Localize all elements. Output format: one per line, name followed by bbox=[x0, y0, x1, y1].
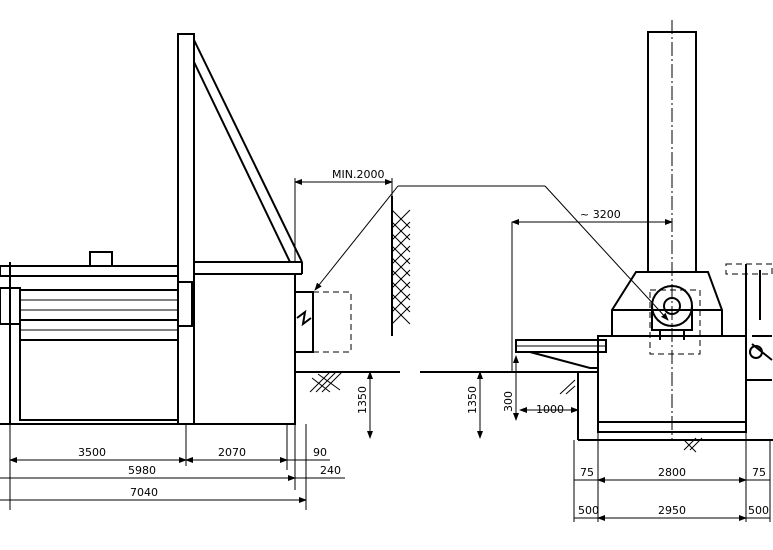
label-width-3500: 3500 bbox=[78, 446, 106, 459]
front-view: ~ 3200 1350 300 1000 75 2800 75 500 bbox=[420, 20, 773, 522]
label-total-7040: 7040 bbox=[130, 486, 158, 499]
right-housing bbox=[193, 273, 352, 425]
feed-table bbox=[515, 339, 607, 369]
dims-bottom-right: 75 2800 75 500 2950 500 bbox=[573, 432, 771, 522]
dim-min-clearance: MIN.2000 bbox=[294, 168, 393, 262]
label-width-1000: 1000 bbox=[536, 403, 564, 416]
label-side-75-right: 75 bbox=[752, 466, 766, 479]
label-side-75-left: 75 bbox=[580, 466, 594, 479]
a-frame bbox=[177, 33, 303, 425]
side-attachment bbox=[725, 263, 773, 381]
label-min-clearance: MIN.2000 bbox=[332, 168, 384, 181]
side-view: MIN.2000 1350 3500 2070 90 bbox=[0, 33, 669, 510]
dim-reach: ~ 3200 bbox=[511, 208, 673, 372]
column bbox=[647, 20, 697, 440]
label-margin-500-left: 500 bbox=[578, 504, 599, 517]
dims-bottom-left: 3500 2070 90 5980 240 7040 bbox=[0, 424, 345, 510]
leader-lines bbox=[314, 185, 669, 321]
floor-right bbox=[420, 371, 773, 453]
label-gap-90: 90 bbox=[313, 446, 327, 459]
label-height-1350-left: 1350 bbox=[356, 386, 369, 414]
label-height-300: 300 bbox=[502, 391, 515, 412]
roller-assembly bbox=[0, 262, 295, 425]
label-offset-240: 240 bbox=[320, 464, 341, 477]
floor-left bbox=[295, 371, 400, 393]
label-margin-500-right: 500 bbox=[748, 504, 769, 517]
label-reach-3200: ~ 3200 bbox=[580, 208, 621, 221]
label-width-2950: 2950 bbox=[658, 504, 686, 517]
label-total-5980: 5980 bbox=[128, 464, 156, 477]
dim-height-left: 1350 bbox=[356, 371, 373, 439]
dims-heights-right: 1350 300 1000 bbox=[466, 355, 579, 439]
label-width-2800: 2800 bbox=[658, 466, 686, 479]
wall bbox=[391, 196, 411, 336]
top-beam bbox=[0, 251, 179, 277]
label-width-2070: 2070 bbox=[218, 446, 246, 459]
label-height-1350-right: 1350 bbox=[466, 386, 479, 414]
